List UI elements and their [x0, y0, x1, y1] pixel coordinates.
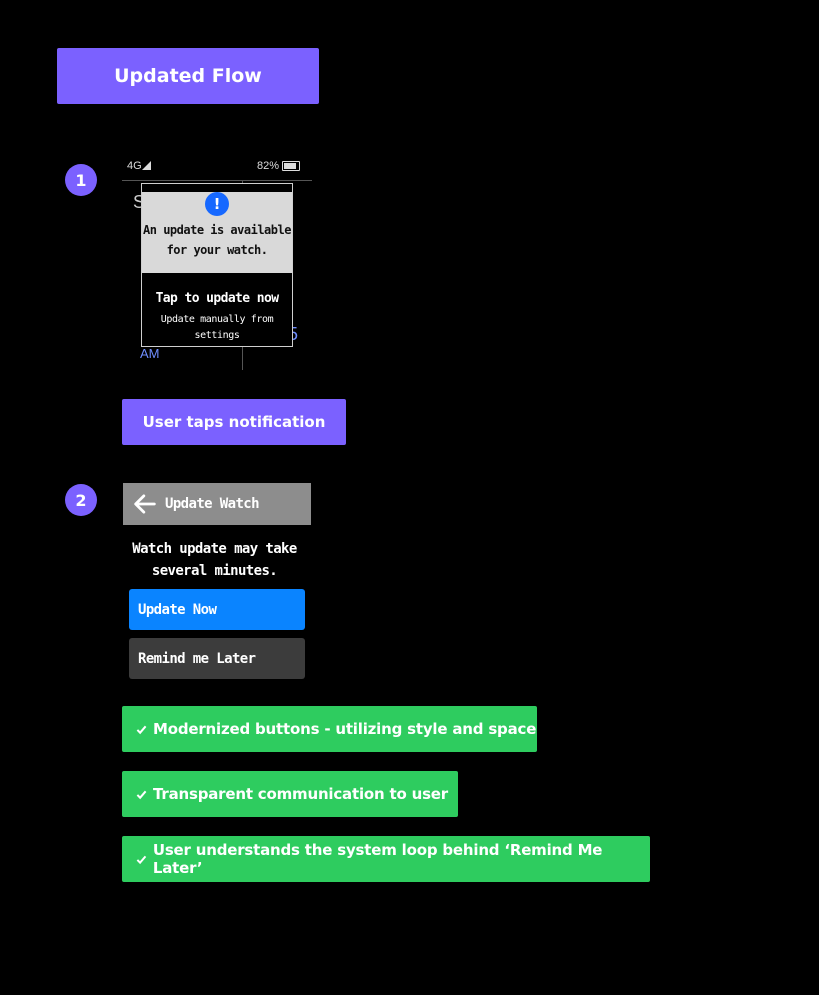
notification-action[interactable]: Tap to update now Update manually from s…	[142, 291, 292, 344]
remind-me-later-button[interactable]: Remind me Later	[129, 638, 305, 679]
battery-indicator: 82%	[257, 160, 300, 172]
checkmark-icon	[136, 725, 147, 734]
note-transparent-communication: Transparent communication to user	[122, 771, 458, 817]
note-system-loop: User understands the system loop behind …	[122, 836, 650, 882]
update-notification-card[interactable]: ! An update is available for your watch.…	[141, 183, 293, 347]
step-badge-1: 1	[65, 164, 97, 196]
notification-title: An update is available for your watch.	[143, 223, 291, 257]
updated-flow-header: Updated Flow	[57, 48, 319, 104]
update-duration-message: Watch update may take several minutes.	[132, 541, 297, 579]
header-title: Updated Flow	[114, 65, 262, 87]
note-modernized-buttons: Modernized buttons - utilizing style and…	[122, 706, 537, 752]
notification-header: ! An update is available for your watch.	[142, 192, 292, 273]
tap-to-update-label: Tap to update now	[155, 291, 279, 306]
background-time-digit: 5	[288, 324, 299, 344]
back-arrow-icon[interactable]	[131, 490, 159, 518]
battery-icon	[282, 161, 300, 171]
signal-icon	[141, 161, 151, 170]
app-bar-title: Update Watch	[165, 496, 260, 512]
alert-icon: !	[205, 192, 229, 216]
checkmark-icon	[136, 790, 147, 799]
status-bar: 4G 82%	[122, 156, 312, 181]
signal-label: 4G	[127, 160, 142, 172]
battery-percent: 82%	[256, 160, 279, 172]
update-now-button[interactable]: Update Now	[129, 589, 305, 630]
checkmark-icon	[136, 855, 147, 864]
transition-label: User taps notification	[122, 399, 346, 445]
signal-indicator: 4G	[127, 160, 151, 172]
step-badge-2: 2	[65, 484, 97, 516]
watch-screen-notification: 4G 82% S 5 AM ! An update is available f…	[122, 156, 312, 371]
update-manually-hint: Update manually from settings	[160, 314, 274, 341]
update-watch-app-bar: Update Watch	[123, 483, 311, 525]
background-ampm: AM	[140, 346, 160, 361]
